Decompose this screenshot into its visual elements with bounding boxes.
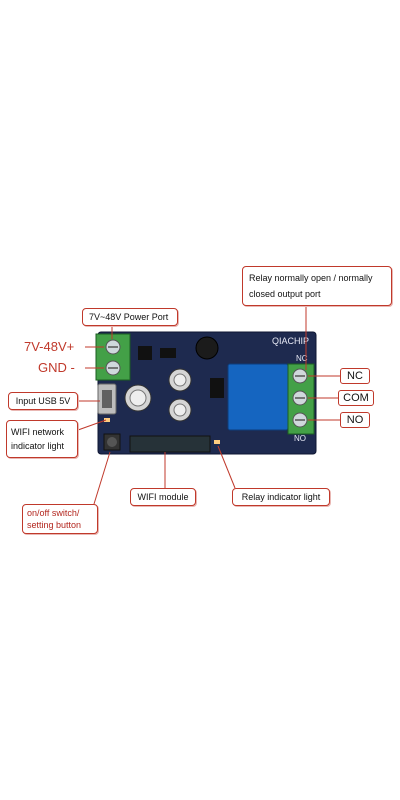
- wifi-led: [104, 418, 110, 422]
- leader-switch: [93, 451, 111, 505]
- ic-chip-3: [210, 378, 224, 398]
- relay-light-label: Relay indicator light: [241, 492, 321, 502]
- com-terminal-label: COM: [338, 390, 374, 406]
- power-port-label: 7V~48V Power Port: [89, 312, 169, 322]
- relay-led: [214, 440, 220, 444]
- usb-callout: Input USB 5V: [8, 392, 78, 410]
- ic-chip-2: [160, 348, 176, 358]
- silkscreen-no: NO: [294, 434, 306, 443]
- setting-button-cap: [107, 437, 117, 447]
- no-terminal-label: NO: [340, 412, 370, 428]
- usb-label: Input USB 5V: [15, 396, 71, 406]
- wifi-light-label-line2: indicator light: [11, 441, 65, 451]
- wifi-module-label: WIFI module: [137, 492, 189, 502]
- switch-label-line1: on/off switch/: [27, 508, 80, 518]
- switch-callout: on/off switch/ setting button: [22, 504, 98, 534]
- wifi-light-label-line1: WIFI network: [11, 427, 65, 437]
- brand-silkscreen: QIACHIP: [272, 336, 309, 346]
- wifi-module-board: [129, 435, 211, 453]
- inductor: [195, 336, 219, 360]
- wifi-light-callout: WIFI network indicator light: [6, 420, 78, 458]
- wifi-module-callout: WIFI module: [130, 488, 196, 506]
- switch-label-line2: setting button: [27, 520, 82, 530]
- power-port-callout: 7V~48V Power Port: [82, 308, 178, 326]
- voltage-label: 7V-48V+: [24, 339, 75, 354]
- relay-port-label-line2: closed output port: [249, 289, 321, 299]
- relay-port-callout: Relay normally open / normally closed ou…: [242, 266, 392, 306]
- leader-wifi-light: [77, 419, 107, 431]
- silkscreen-nc: NC: [296, 354, 308, 363]
- relay-port-label-line1: Relay normally open / normally: [249, 273, 373, 283]
- gnd-label: GND -: [38, 360, 75, 375]
- relay-light-callout: Relay indicator light: [232, 488, 330, 506]
- nc-terminal-label: NC: [340, 368, 370, 384]
- leader-relay-light: [217, 445, 236, 489]
- relay: [227, 363, 289, 431]
- ic-chip-1: [138, 346, 152, 360]
